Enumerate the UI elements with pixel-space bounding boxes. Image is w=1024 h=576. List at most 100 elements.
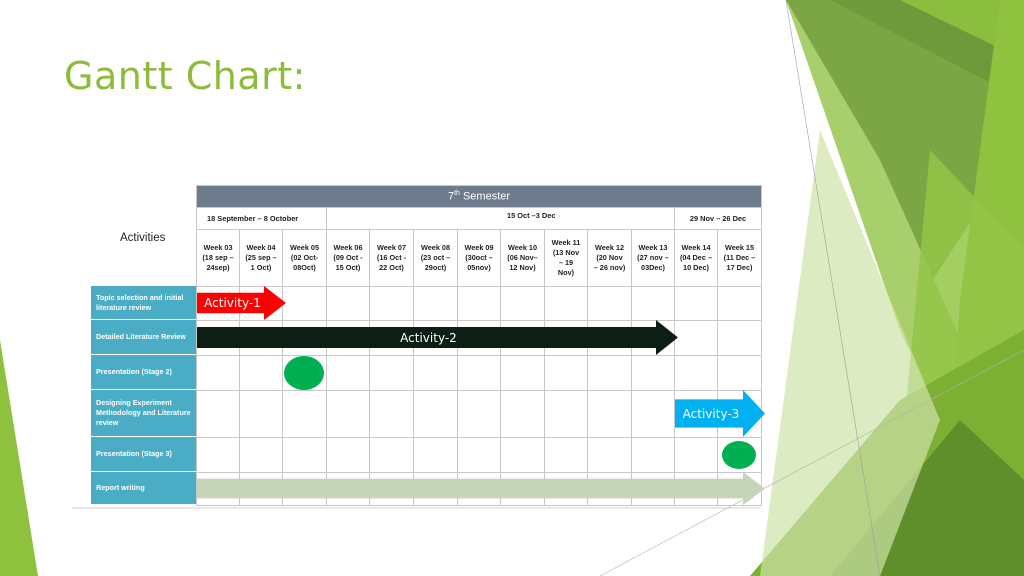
week-header-line: Week 10: [507, 243, 538, 252]
week-header-line: Week 12: [594, 243, 625, 252]
grid-cell: [674, 437, 718, 473]
gantt-table: 7th Semester 18 September – 8 October 15…: [196, 185, 762, 506]
week-header-line: (06 Nov–: [507, 253, 538, 262]
grid-cell: [413, 437, 458, 473]
grid-cell: [631, 390, 675, 438]
week-header: Week 07(16 Oct -22 Oct): [369, 229, 414, 287]
milestone-marker: [284, 355, 324, 390]
week-header-line: 08Oct): [293, 263, 316, 272]
date-range: 15 Oct –3 Dec: [326, 207, 675, 230]
week-header-line: 12 Nov): [509, 263, 536, 272]
activity-row: [196, 355, 762, 391]
grid-cell: [369, 286, 414, 321]
week-header-line: 24sep): [206, 263, 230, 272]
grid-cell: [239, 355, 283, 391]
week-header-line: (13 Nov: [552, 248, 580, 257]
grid-cell: [500, 355, 545, 391]
week-header-line: Week 03: [203, 243, 233, 252]
grid-cell: [369, 437, 414, 473]
activity-label: Presentation (Stage 3): [91, 437, 196, 471]
activity-label: Designing Experiment Methodology and Lit…: [91, 390, 196, 436]
activity-bar: [197, 320, 678, 355]
grid-cell: [631, 437, 675, 473]
week-header-line: Week 15: [724, 243, 755, 252]
week-header-line: – 19: [558, 258, 574, 267]
date-range: 29 Nov – 26 Dec: [674, 207, 762, 230]
week-header-row: Week 03(18 sep –24sep)Week 04(25 sep –1 …: [196, 229, 762, 287]
week-header-line: (20 Nov: [596, 253, 623, 262]
week-header-line: (27 nov –: [637, 253, 669, 262]
week-header: Week 06(09 Oct -15 Oct): [326, 229, 370, 287]
grid-cell: [239, 437, 283, 473]
grid-cell: [326, 286, 370, 321]
grid-cell: [413, 355, 458, 391]
grid-cell: [500, 437, 545, 473]
activity-row: [196, 286, 762, 321]
grid-cell: [196, 390, 240, 438]
week-header-line: Nov): [557, 268, 575, 277]
grid-cell: [631, 286, 675, 321]
week-header-line: (30oct –: [465, 253, 493, 262]
week-header: Week 04(25 sep –1 Oct): [239, 229, 283, 287]
grid-cell: [196, 437, 240, 473]
activity-row: [196, 437, 762, 473]
week-header-line: 10 Dec): [683, 263, 709, 272]
grid-cell: [631, 355, 675, 391]
activities-header: Activities: [120, 232, 166, 244]
grid-cell: [369, 355, 414, 391]
milestone-marker: [722, 440, 756, 469]
week-header-line: 1 Oct): [250, 263, 272, 272]
activity-arrow: [197, 320, 678, 355]
activity-label: Report writing: [91, 472, 196, 504]
activity-bar: [197, 472, 765, 505]
grid-cell: [544, 437, 588, 473]
grid-cell: [674, 286, 718, 321]
week-header-line: (23 oct –: [420, 253, 451, 262]
activity-bar-label: Activity-1: [204, 296, 261, 310]
activity-arrow: [675, 390, 765, 437]
grid-cell: [282, 437, 327, 473]
grid-cell: [544, 286, 588, 321]
grid-cell: [413, 390, 458, 438]
week-header: Week 03(18 sep –24sep): [196, 229, 240, 287]
grid-cell: [717, 355, 762, 391]
activity-label: Detailed Literature Review: [91, 320, 196, 354]
week-header: Week 09(30oct –05nov): [457, 229, 501, 287]
grid-cell: [326, 390, 370, 438]
week-header-line: Week 11: [551, 238, 581, 247]
date-range: 18 September – 8 October: [196, 207, 327, 230]
grid-cell: [326, 437, 370, 473]
grid-cell: [413, 286, 458, 321]
grid-cell: [674, 355, 718, 391]
week-header-line: (25 sep –: [245, 253, 277, 262]
semester-header: 7th Semester: [196, 185, 762, 208]
grid-cell: [196, 355, 240, 391]
week-header: Week 13(27 nov –03Dec): [631, 229, 675, 287]
week-header-line: Week 13: [638, 243, 668, 252]
week-header: Week 14(04 Dec –10 Dec): [674, 229, 718, 287]
activity-bar-label: Activity-3: [682, 406, 740, 421]
week-header-line: (16 Oct -: [376, 253, 407, 262]
week-header: Week 12(20 Nov– 26 nov): [587, 229, 632, 287]
grid-cell: [717, 286, 762, 321]
grid-cell: [457, 286, 501, 321]
grid-cell: [457, 437, 501, 473]
activity-label: Presentation (Stage 2): [91, 355, 196, 389]
week-header-line: Week 07: [376, 243, 407, 252]
activity-arrow: [197, 472, 765, 505]
grid-cell: [282, 390, 327, 438]
grid-cell: [717, 320, 762, 356]
grid-cell: [369, 390, 414, 438]
week-header-line: 17 Dec): [726, 263, 753, 272]
grid-cell: [587, 286, 632, 321]
week-header-line: – 26 nov): [593, 263, 626, 272]
grid-cell: [544, 390, 588, 438]
grid-cell: [674, 320, 718, 356]
week-header-line: Week 14: [681, 243, 711, 252]
grid-cell: [282, 286, 327, 321]
grid-cell: [587, 390, 632, 438]
activity-bar: [197, 286, 286, 320]
week-header-line: 22 Oct): [379, 263, 404, 272]
